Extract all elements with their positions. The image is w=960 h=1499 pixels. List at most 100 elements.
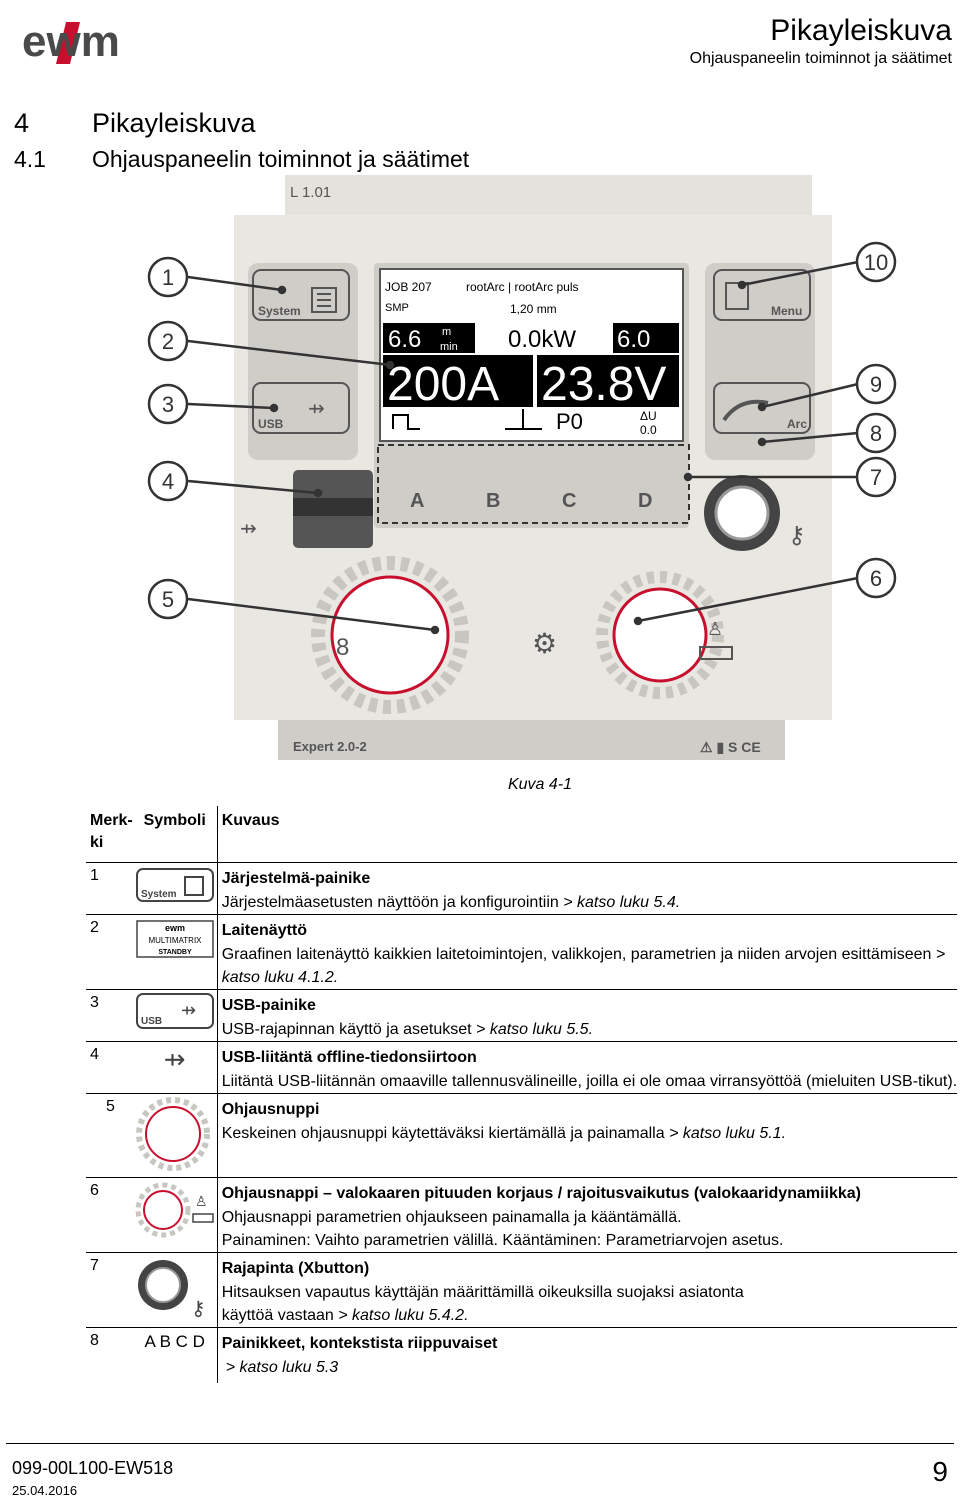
main-control-knob: 8 [311,556,469,714]
svg-text:6.0: 6.0 [617,326,650,353]
svg-text:1,20 mm: 1,20 mm [510,302,557,316]
main-knob-symbol [135,1097,210,1171]
svg-text:⚙: ⚙ [532,628,557,659]
legend-row-2: 2 ewm MULTIMATRIX STANDBY Laitenäyttö Gr… [86,914,958,990]
svg-text:0.0kW: 0.0kW [508,326,576,353]
svg-text:5: 5 [162,587,174,612]
legend-row-4: 4 ⇸ USB-liitäntä offline-tiedonsiirtoon … [86,1041,958,1094]
usb-button-symbol: USB ⇸ [135,993,214,1029]
svg-text:0.0: 0.0 [640,423,657,437]
legend-row-1: 1 System Järjestelmä-painike Järjestelmä… [86,862,958,915]
svg-text:B: B [486,490,500,512]
panel-model: L 1.01 [290,184,331,201]
svg-text:USB: USB [141,1016,162,1027]
svg-text:6: 6 [870,566,882,591]
svg-text:3: 3 [162,392,174,417]
arc-length-icon: ♙ [707,619,723,639]
svg-text:ΔU: ΔU [640,409,657,423]
svg-text:rootArc | rootArc puls: rootArc | rootArc puls [466,280,579,294]
user-key-icon: ⚷ [788,522,806,549]
svg-text:SMP: SMP [385,302,409,314]
callout-10: 10 [855,241,897,283]
svg-text:A: A [410,490,424,512]
control-panel-figure: L 1.01 Expert 2.0-2 ⚠ ▮ S CE System USB … [147,175,897,760]
callout-1: 1 [147,256,189,298]
svg-text:D: D [638,490,652,512]
current-readout: 200A [387,358,499,411]
torch-icon [722,399,769,422]
svg-text:STANDBY: STANDBY [158,949,192,956]
arc-button: Arc [713,382,811,434]
display-symbol: ewm MULTIMATRIX STANDBY [135,920,214,958]
list-icon [311,287,337,313]
svg-text:8: 8 [870,421,882,446]
col-header-desc: Kuvaus [221,812,280,829]
figure-caption: Kuva 4-1 [507,776,573,793]
svg-text:MULTIMATRIX: MULTIMATRIX [148,936,202,945]
dynamics-icon [699,646,733,660]
arc-length-icon: ♙ [195,1193,208,1209]
svg-text:System: System [258,304,301,318]
system-button: System [252,269,350,321]
user-key-icon: ⚷ [191,1298,206,1320]
svg-text:min: min [440,341,458,353]
ewm-logo: ewm [22,17,120,66]
svg-text:⚠ ▮ S CE: ⚠ ▮ S CE [700,739,761,755]
system-button-symbol: System [135,868,214,902]
panel-version: Expert 2.0-2 [293,739,367,754]
usb-icon: ⇸ [308,398,325,420]
legend-row-5: 5 Ohjausnuppi Keskeinen ohjausnuppi käyt… [86,1093,958,1178]
svg-text:2: 2 [162,329,174,354]
col-header-symbol: Symboli [132,806,218,863]
arc-knob-symbol: ♙ [135,1182,214,1238]
usb-icon: ⇸ [181,1000,196,1020]
legend-row-6: 6 ♙ Ohjausnappi – valokaaren pituuden ko… [86,1177,958,1253]
svg-text:m: m [442,326,451,338]
legend-row-7: 7 ⚷ Rajapinta (Xbutton) Hitsauksen vapau… [86,1252,958,1328]
col-header-num: Merk- ki [90,812,133,851]
svg-text:7: 7 [870,465,882,490]
header-title: Pikayleiskuva [770,14,952,47]
menu-button: Menu [713,269,811,321]
svg-text:Arc: Arc [787,417,807,431]
legend-row-8: 8 A B C D Painikkeet, kontekstista riipp… [86,1327,958,1383]
svg-text:4: 4 [162,469,174,494]
xbutton-symbol: ⚷ [137,1260,206,1320]
usb-port: ⇸ [240,470,373,548]
svg-text:10: 10 [864,250,888,275]
knob-lock-icon: 8 [336,634,349,661]
certification-marks: ⚠ ▮ S CE [700,739,761,755]
legend-table: Merk- ki Symboli Kuvaus 1 System Järjest… [86,806,958,1383]
xbutton: ⚷ [704,475,806,551]
soft-key-d: D [610,450,682,518]
list-icon [183,876,204,896]
menu-icon [725,282,749,310]
svg-text:USB: USB [258,417,284,431]
callout-6: 6 [855,557,897,599]
svg-text:C: C [562,490,576,512]
soft-keys-symbol: A B C D [132,1327,218,1383]
footer-date: 25.04.2016 [12,1483,78,1498]
svg-text:Menu: Menu [771,304,802,318]
welding-robot-icon: ⚙ [532,628,557,659]
dynamics-icon [191,1213,214,1223]
callout-9: 9 [855,363,897,405]
callout-5: 5 [147,578,189,620]
svg-text:P0: P0 [556,409,583,434]
page-number: 9 [932,1456,948,1487]
callout-3: 3 [147,383,189,425]
footer-rule [6,1443,954,1444]
callout-2: 2 [147,320,189,362]
soft-key-b: B [458,450,530,518]
svg-text:9: 9 [870,372,882,397]
svg-text:6.6: 6.6 [388,326,421,353]
header-subtitle: Ohjauspaneelin toiminnot ja säätimet [689,50,952,67]
logo-text: ewm [22,17,120,66]
svg-text:JOB 207: JOB 207 [385,280,432,294]
callout-8: 8 [855,412,897,454]
soft-key-c: C [534,450,606,518]
footer-doc-number: 099-00L100-EW518 [12,1458,174,1478]
callout-4: 4 [147,460,189,502]
